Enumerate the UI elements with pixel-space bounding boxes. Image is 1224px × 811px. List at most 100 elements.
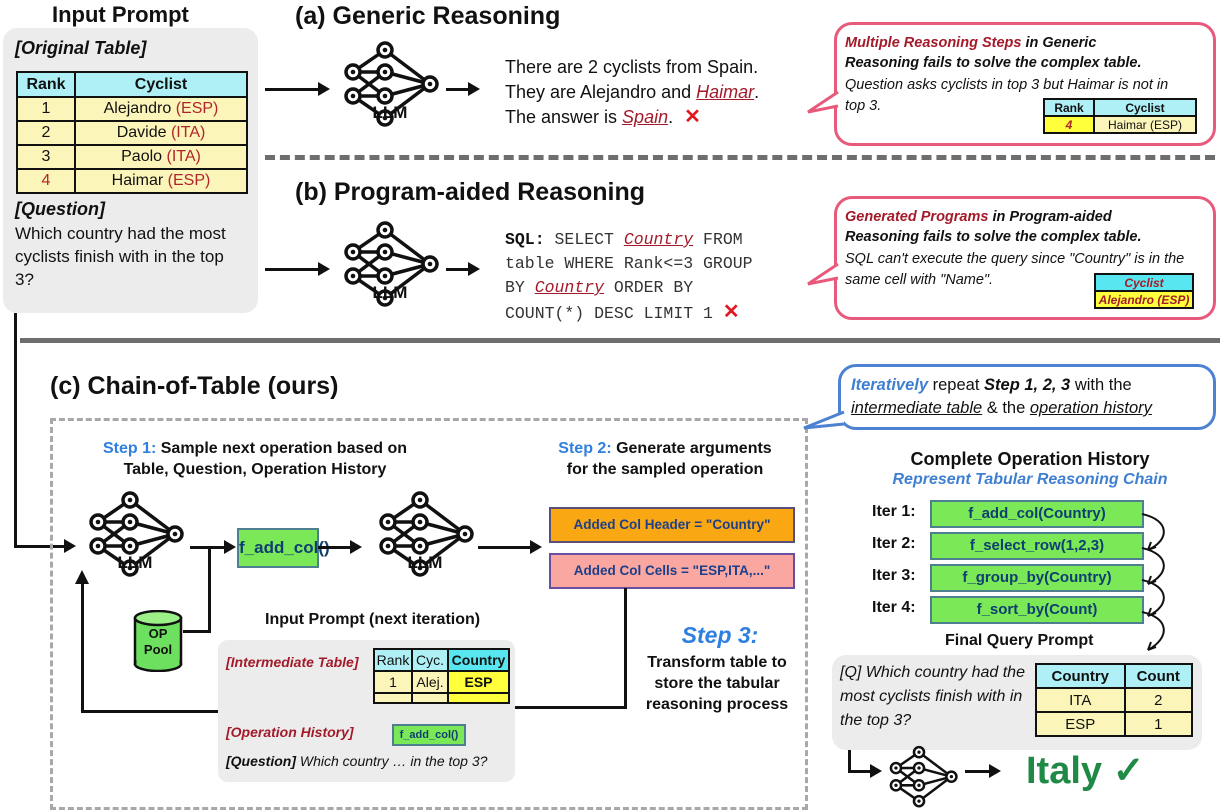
llm-network-icon — [89, 491, 184, 577]
cyclist-cell: Alejandro (ESP) — [74, 96, 248, 122]
sql-line: COUNT(*) DESC LIMIT 1 ✕ — [505, 301, 740, 323]
cyclist-cell: Haimar (ESP) — [1093, 115, 1197, 134]
network-node-dot — [350, 249, 356, 255]
callout-tail — [803, 410, 845, 430]
arrow-head-icon — [75, 570, 89, 584]
network-node-dot — [894, 766, 898, 770]
network-node-dot — [417, 565, 423, 571]
llm-label: LLM — [372, 103, 408, 122]
network-node-dot — [350, 273, 356, 279]
network-node-dot — [95, 543, 101, 549]
table-row: 4 Haimar (ESP) — [16, 168, 248, 194]
generic-output: There are 2 cyclists from Spain. They ar… — [505, 55, 759, 130]
llm-label: LLM — [372, 283, 408, 302]
count-cell: 2 — [1123, 687, 1194, 713]
network-edge — [128, 498, 177, 536]
network-node-dot — [385, 543, 391, 549]
header-rank: Rank — [373, 648, 413, 672]
rank-cell: 4 — [16, 168, 76, 194]
callout-tail — [807, 90, 839, 114]
connector-line — [14, 313, 17, 547]
arrow-line — [265, 268, 320, 271]
network-node-dot — [417, 497, 423, 503]
original-table: Rank Cyclist 1 Alejandro (ESP) 2 Davide … — [16, 71, 248, 194]
wrong-x-icon: ✕ — [684, 106, 701, 128]
arrow-head-icon — [224, 540, 236, 554]
table-row: 3 Paolo (ITA) — [16, 144, 248, 170]
network-edge — [918, 775, 953, 803]
input-prompt-title: Input Prompt — [52, 2, 189, 27]
intermediate-table-label: [Intermediate Table] — [226, 654, 359, 670]
network-node-dot — [382, 93, 388, 99]
network-edge — [918, 751, 953, 778]
network-node-dot — [127, 519, 133, 525]
count-cell: 1 — [1123, 711, 1194, 737]
network-node-dot — [417, 519, 423, 525]
network-node-dot — [949, 775, 954, 779]
argument-header: Added Col Header = "Country" — [549, 507, 795, 543]
connector-line — [848, 750, 851, 772]
check-icon: ✓ — [1112, 750, 1145, 792]
country-cell: ESP — [1035, 711, 1126, 737]
connector-line — [492, 706, 627, 709]
arrow-head-icon — [318, 262, 330, 276]
next-question: [Question] Which country … in the top 3? — [226, 753, 488, 769]
final-question: [Q] Which country had the most cyclists … — [840, 664, 1025, 729]
connector-line — [624, 588, 627, 708]
header-cyc: Cyc. — [411, 648, 449, 672]
header-rank: Rank — [16, 71, 76, 98]
llm-network-icon — [889, 745, 958, 808]
arrow-head-icon — [350, 540, 362, 554]
country-cell: ITA — [1035, 687, 1126, 713]
arrow-line — [446, 88, 470, 91]
network-node-dot — [382, 115, 388, 121]
network-node-dot — [382, 47, 388, 53]
callout-body: SQL can't execute the query since "Count… — [845, 251, 1185, 288]
network-node-dot — [350, 93, 356, 99]
callout-table: Cyclist Alejandro (ESP) — [1094, 273, 1194, 309]
arrow-line — [446, 268, 470, 271]
cyclist-cell: Alejandro (ESP) — [1094, 290, 1194, 309]
table-row — [373, 692, 510, 704]
original-table-label: [Original Table] — [15, 38, 147, 58]
arrow-head-icon — [468, 82, 480, 96]
network-node-dot — [417, 543, 423, 549]
iteration-label: Iter 4: — [872, 599, 916, 616]
network-node-dot — [127, 497, 133, 503]
empty-cell — [373, 692, 413, 704]
header-cyclist: Cyclist — [1094, 273, 1194, 292]
cyclist-cell: Haimar (ESP) — [74, 168, 248, 194]
output-line: They are Alejandro and Haimar. — [505, 82, 760, 102]
final-answer: Italy ✓ — [1026, 750, 1145, 792]
network-node-dot — [894, 783, 898, 787]
network-node-dot — [95, 519, 101, 525]
cyc-cell: Alej. — [411, 670, 449, 694]
generic-title: (a) Generic Reasoning — [295, 2, 561, 30]
table-row: 1 Alejandro (ESP) — [16, 96, 248, 122]
iterate-text: Iteratively repeat Step 1, 2, 3 with the… — [851, 376, 1152, 417]
rank-cell: 3 — [16, 144, 76, 170]
arrow-line — [965, 770, 991, 773]
network-node-dot — [917, 799, 921, 803]
network-node-dot — [917, 766, 921, 770]
network-node-dot — [382, 273, 388, 279]
country-cell: ESP — [447, 670, 510, 694]
cyclist-cell: Davide (ITA) — [74, 120, 248, 146]
network-node-dot — [462, 531, 468, 537]
iteration-operation: f_group_by(Country) — [930, 564, 1144, 592]
network-edge — [383, 48, 432, 86]
step3-text: Transform table to store the tabular rea… — [645, 654, 789, 713]
network-node-dot — [382, 227, 388, 233]
output-line: The answer is Spain. ✕ — [505, 106, 701, 128]
network-edge — [418, 498, 467, 536]
arrow-head-icon — [468, 262, 480, 276]
table-row: 2 Davide (ITA) — [16, 120, 248, 146]
callout-tail — [807, 262, 839, 286]
network-node-dot — [172, 531, 178, 537]
network-edge — [383, 262, 432, 300]
